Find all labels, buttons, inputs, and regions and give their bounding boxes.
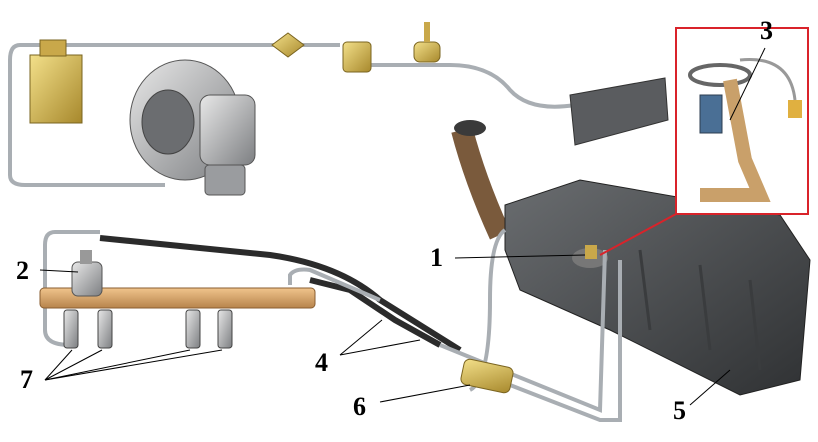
callout-7: 7 [20, 365, 33, 394]
callout-4: 4 [315, 348, 328, 377]
callout-6: 6 [353, 392, 366, 421]
injectors [63, 309, 233, 349]
callout-2: 2 [16, 256, 29, 285]
solenoid-valve [342, 41, 372, 73]
fuel-pump-inset [675, 27, 809, 215]
control-module [569, 77, 669, 146]
callout-1: 1 [430, 243, 443, 272]
vapor-line [8, 43, 576, 187]
check-valve [271, 32, 305, 58]
fuel-filter [460, 358, 514, 394]
fuel-rail [39, 287, 316, 309]
throttle-body [129, 59, 256, 196]
callout-3: 3 [760, 16, 773, 45]
callout-5: 5 [673, 396, 686, 425]
canister [29, 54, 83, 124]
pressure-regulator [71, 250, 103, 297]
leader-lines [39, 47, 766, 406]
filler-neck [451, 127, 511, 240]
pressure-valve [413, 22, 441, 63]
